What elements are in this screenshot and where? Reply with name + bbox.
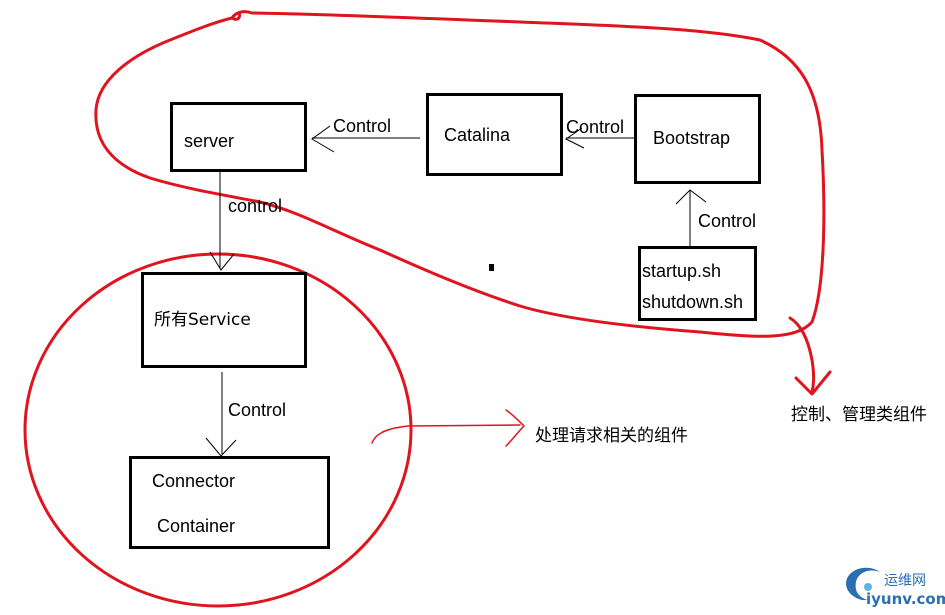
server-node [170,102,307,172]
container-label: Container [157,516,236,536]
control-group-outline [94,10,826,338]
request-group-pointer [371,424,521,444]
control-group-pointer [788,316,815,394]
control-group-outline-curl [231,10,242,21]
edge-catalina-server-arrowhead [311,125,335,153]
request-group-annotation: 处理请求相关的组件 [535,426,688,446]
edge-label-service-connector: Control [228,400,287,420]
catalina-node [426,93,563,176]
control-group-pointer-head [794,370,832,396]
bootstrap-node [634,94,761,184]
edge-bootstrap-catalina-arrowhead [565,127,585,149]
edge-label-scripts-bootstrap: Control [698,211,757,231]
request-group-pointer-head [505,409,526,447]
watermark-logo-dot [864,583,872,591]
catalina-label: Catalina [444,125,511,145]
service-label: 所有Service [154,310,251,330]
service-node [141,272,307,368]
shutdown-label: shutdown.sh [642,292,744,312]
edge-service-connector-arrowhead [205,437,237,457]
server-label: server [184,131,235,151]
bootstrap-label: Bootstrap [653,128,731,148]
control-group-annotation: 控制、管理类组件 [791,405,927,425]
watermark-name: 运维网 [884,573,926,589]
watermark-domain: iyunv.com [866,590,945,608]
edge-label-bootstrap-catalina: Control [566,117,625,137]
request-group-outline [23,252,413,608]
stray-dot [489,264,494,271]
startup-label: startup.sh [642,261,722,281]
edge-scripts-bootstrap-arrowhead [675,189,707,205]
watermark-logo-icon [846,567,880,600]
edge-label-catalina-server: Control [333,116,392,136]
edge-server-service-arrowhead [209,251,235,271]
edge-label-server-service: control [228,196,283,216]
connector-label: Connector [152,471,236,491]
scripts-node [638,246,757,321]
connector-container-node [129,456,330,549]
